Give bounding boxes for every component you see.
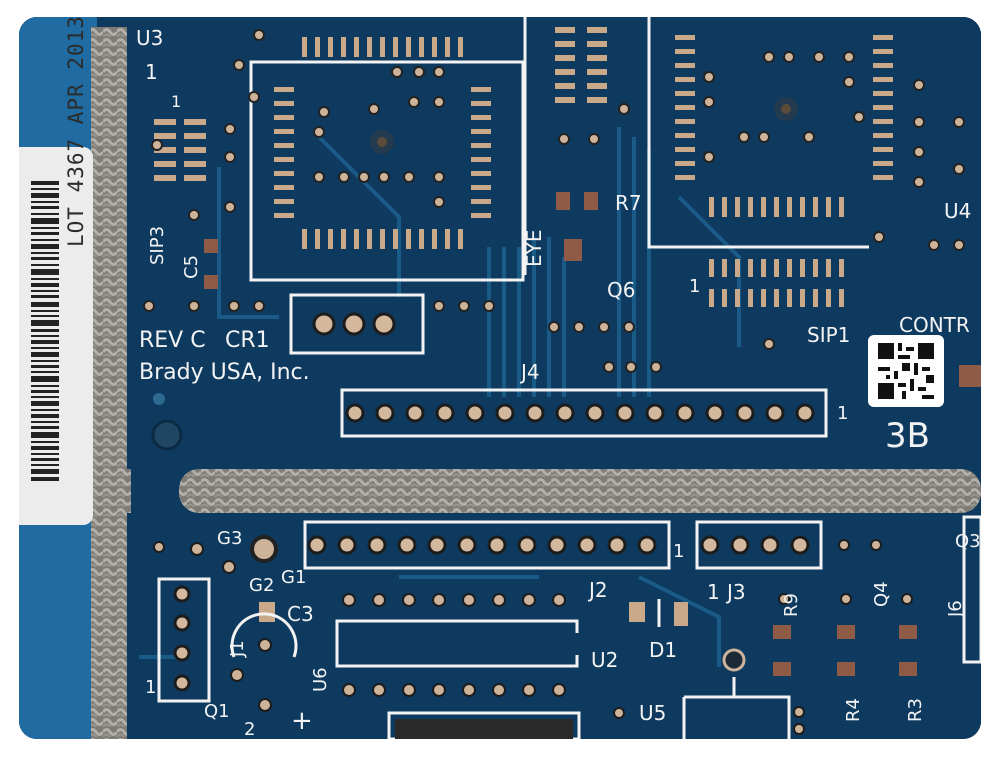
mesh-left — [91, 27, 131, 739]
j3-label: J3 — [725, 580, 746, 604]
sip1-pin1-label: 1 — [689, 276, 700, 297]
pcb-photo: U3 1 1 SIP3 C5 REV C CR1 Brady USA, Inc.… — [19, 17, 981, 739]
u3-outline — [249, 60, 525, 282]
sip3-label: SIP3 — [147, 226, 168, 265]
plus-marking: + — [291, 706, 313, 736]
u5-label: U5 — [639, 701, 666, 725]
sip3-pin1-label: 1 — [171, 92, 181, 111]
j4-label: J4 — [519, 360, 540, 384]
r7-label: R7 — [615, 191, 642, 215]
j3-outline — [695, 520, 823, 570]
q3-label: Q3 — [955, 531, 981, 552]
u3-pin1-label: 1 — [145, 60, 158, 84]
g2-label: G2 — [249, 575, 274, 596]
u3-label: U3 — [136, 26, 163, 50]
qr-code-icon — [878, 343, 934, 399]
lot-number-text: LOT 4367 APR 2013 — [64, 17, 88, 247]
j2-outline — [303, 520, 671, 570]
board-rev-3b: 3B — [885, 416, 930, 456]
rev-label: REV C — [139, 328, 206, 353]
sip1-label: SIP1 — [807, 323, 850, 347]
contr-label: CONTR — [899, 313, 970, 337]
q4-label: Q4 — [871, 581, 892, 607]
c3-label: C3 — [287, 602, 314, 626]
lot-label-sticker: LOT 4367 APR 2013 — [19, 17, 93, 525]
j1-label: J1 — [227, 640, 248, 658]
d1-label: D1 — [649, 638, 677, 662]
g3-label: G3 — [217, 528, 242, 549]
q1-label: Q1 — [204, 701, 230, 722]
j6-label: J6 — [945, 600, 966, 618]
q1-pin2-label: 2 — [244, 719, 255, 739]
u2-label: U2 — [591, 648, 618, 672]
circuit-board: U3 1 1 SIP3 C5 REV C CR1 Brady USA, Inc.… — [19, 17, 981, 739]
cr1-outline — [289, 293, 425, 355]
barcode-icon — [31, 181, 59, 481]
g1-label: G1 — [281, 567, 306, 588]
eye-label: EYE — [522, 230, 546, 268]
r9-label: R9 — [781, 593, 802, 617]
j3-pin1-label: 1 — [707, 580, 720, 604]
j2-label: J2 — [587, 578, 608, 602]
j1-pin1-label: 1 — [145, 677, 156, 698]
mesh-middle — [179, 469, 981, 513]
u4-label: U4 — [944, 199, 971, 223]
j4-outline — [340, 388, 828, 438]
q6-label: Q6 — [607, 278, 635, 302]
upper-board — [127, 17, 981, 469]
j2-pin1-label: 1 — [673, 541, 684, 562]
j1-outline — [157, 577, 211, 703]
r3-label: R3 — [905, 698, 926, 722]
qr-sticker — [868, 335, 944, 407]
c5-label: C5 — [181, 255, 202, 279]
j4-pin1-label: 1 — [837, 403, 848, 424]
r4-label: R4 — [843, 698, 864, 722]
u6-label: U6 — [310, 667, 331, 692]
brand-label: Brady USA, Inc. — [139, 360, 310, 385]
cr1-label: CR1 — [225, 328, 270, 353]
